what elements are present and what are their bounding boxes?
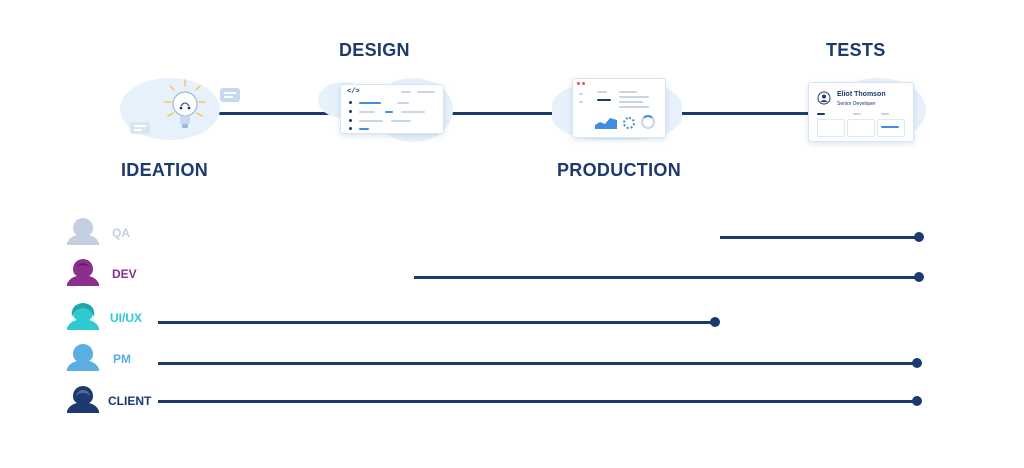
profile-card: Eliot Thomson Senior Developer [808, 82, 914, 142]
role-label-dev: DEV [112, 267, 137, 281]
user-avatar-icon [817, 91, 831, 105]
speech-bubble-icon [130, 122, 150, 134]
code-icon: </> [347, 88, 360, 96]
timeline-end-dot-client [912, 396, 922, 406]
pm-avatar-icon [67, 344, 99, 371]
dev-avatar-icon [67, 259, 99, 286]
timeline-bar-dev [414, 276, 918, 279]
dashboard-card [572, 78, 666, 138]
lightbulb-icon [164, 79, 206, 128]
stage-label-ideation: IDEATION [121, 160, 209, 180]
speech-bubble-icon [220, 88, 240, 102]
production-illustration [552, 74, 692, 146]
client-avatar-icon [67, 386, 99, 413]
tests-illustration: Eliot Thomson Senior Developer [800, 74, 930, 150]
timeline-bar-client [158, 400, 916, 403]
timeline-bar-pm [158, 362, 916, 365]
stage-label-design: DESIGN [339, 40, 410, 60]
role-label-qa: QA [112, 226, 130, 240]
timeline-end-dot-pm [912, 358, 922, 368]
gear-icon [623, 117, 635, 129]
timeline-bar-qa [720, 236, 918, 239]
role-label-uiux: UI/UX [110, 311, 143, 325]
ideation-illustration [112, 72, 252, 142]
uiux-avatar-icon [67, 303, 99, 330]
donut-chart-icon [641, 115, 655, 129]
stage-label-production: PRODUCTION [557, 160, 681, 180]
design-illustration: </> [318, 76, 453, 146]
timeline-end-dot-uiux [710, 317, 720, 327]
stage-label-tests: TESTS [826, 40, 886, 60]
timeline-end-dot-qa [914, 232, 924, 242]
timeline-bar-uiux [158, 321, 714, 324]
timeline-end-dot-dev [914, 272, 924, 282]
profile-title: Senior Developer [837, 101, 876, 107]
process-connector-line [205, 112, 815, 115]
role-label-client: CLIENT [108, 394, 152, 408]
area-chart-icon [595, 118, 617, 129]
qa-avatar-icon [67, 218, 99, 245]
profile-name: Eliot Thomson [837, 91, 886, 98]
role-label-pm: PM [113, 352, 131, 366]
code-editor-card: </> [340, 84, 444, 134]
